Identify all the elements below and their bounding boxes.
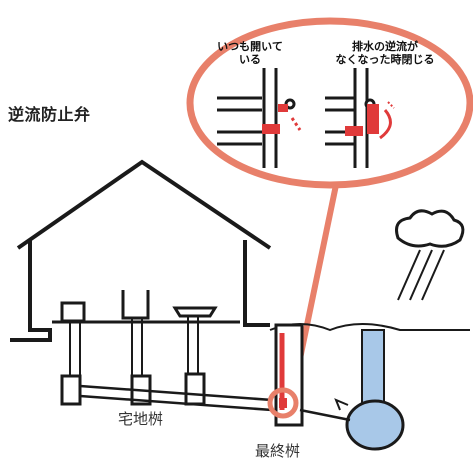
saishu-masu-label: 最終桝	[255, 442, 301, 460]
drain-pipes	[69, 316, 199, 380]
caption-closes-on-backflow: 排水の逆流が なくなった時閉じる	[335, 40, 435, 66]
final-masu	[267, 323, 304, 427]
fixtures	[60, 290, 218, 323]
rain-cloud-icon	[395, 209, 465, 301]
valve-closed-illustration	[325, 68, 395, 168]
public-sewer	[299, 329, 405, 451]
valve-open-illustration	[217, 68, 302, 168]
diagram-title: 逆流防止弁	[8, 105, 91, 124]
sewer-pipe	[79, 384, 273, 412]
takuchi-masu-label: 宅地桝	[118, 410, 164, 428]
house-outline	[10, 159, 272, 342]
caption-always-open: いつも開いて いる	[217, 40, 283, 66]
